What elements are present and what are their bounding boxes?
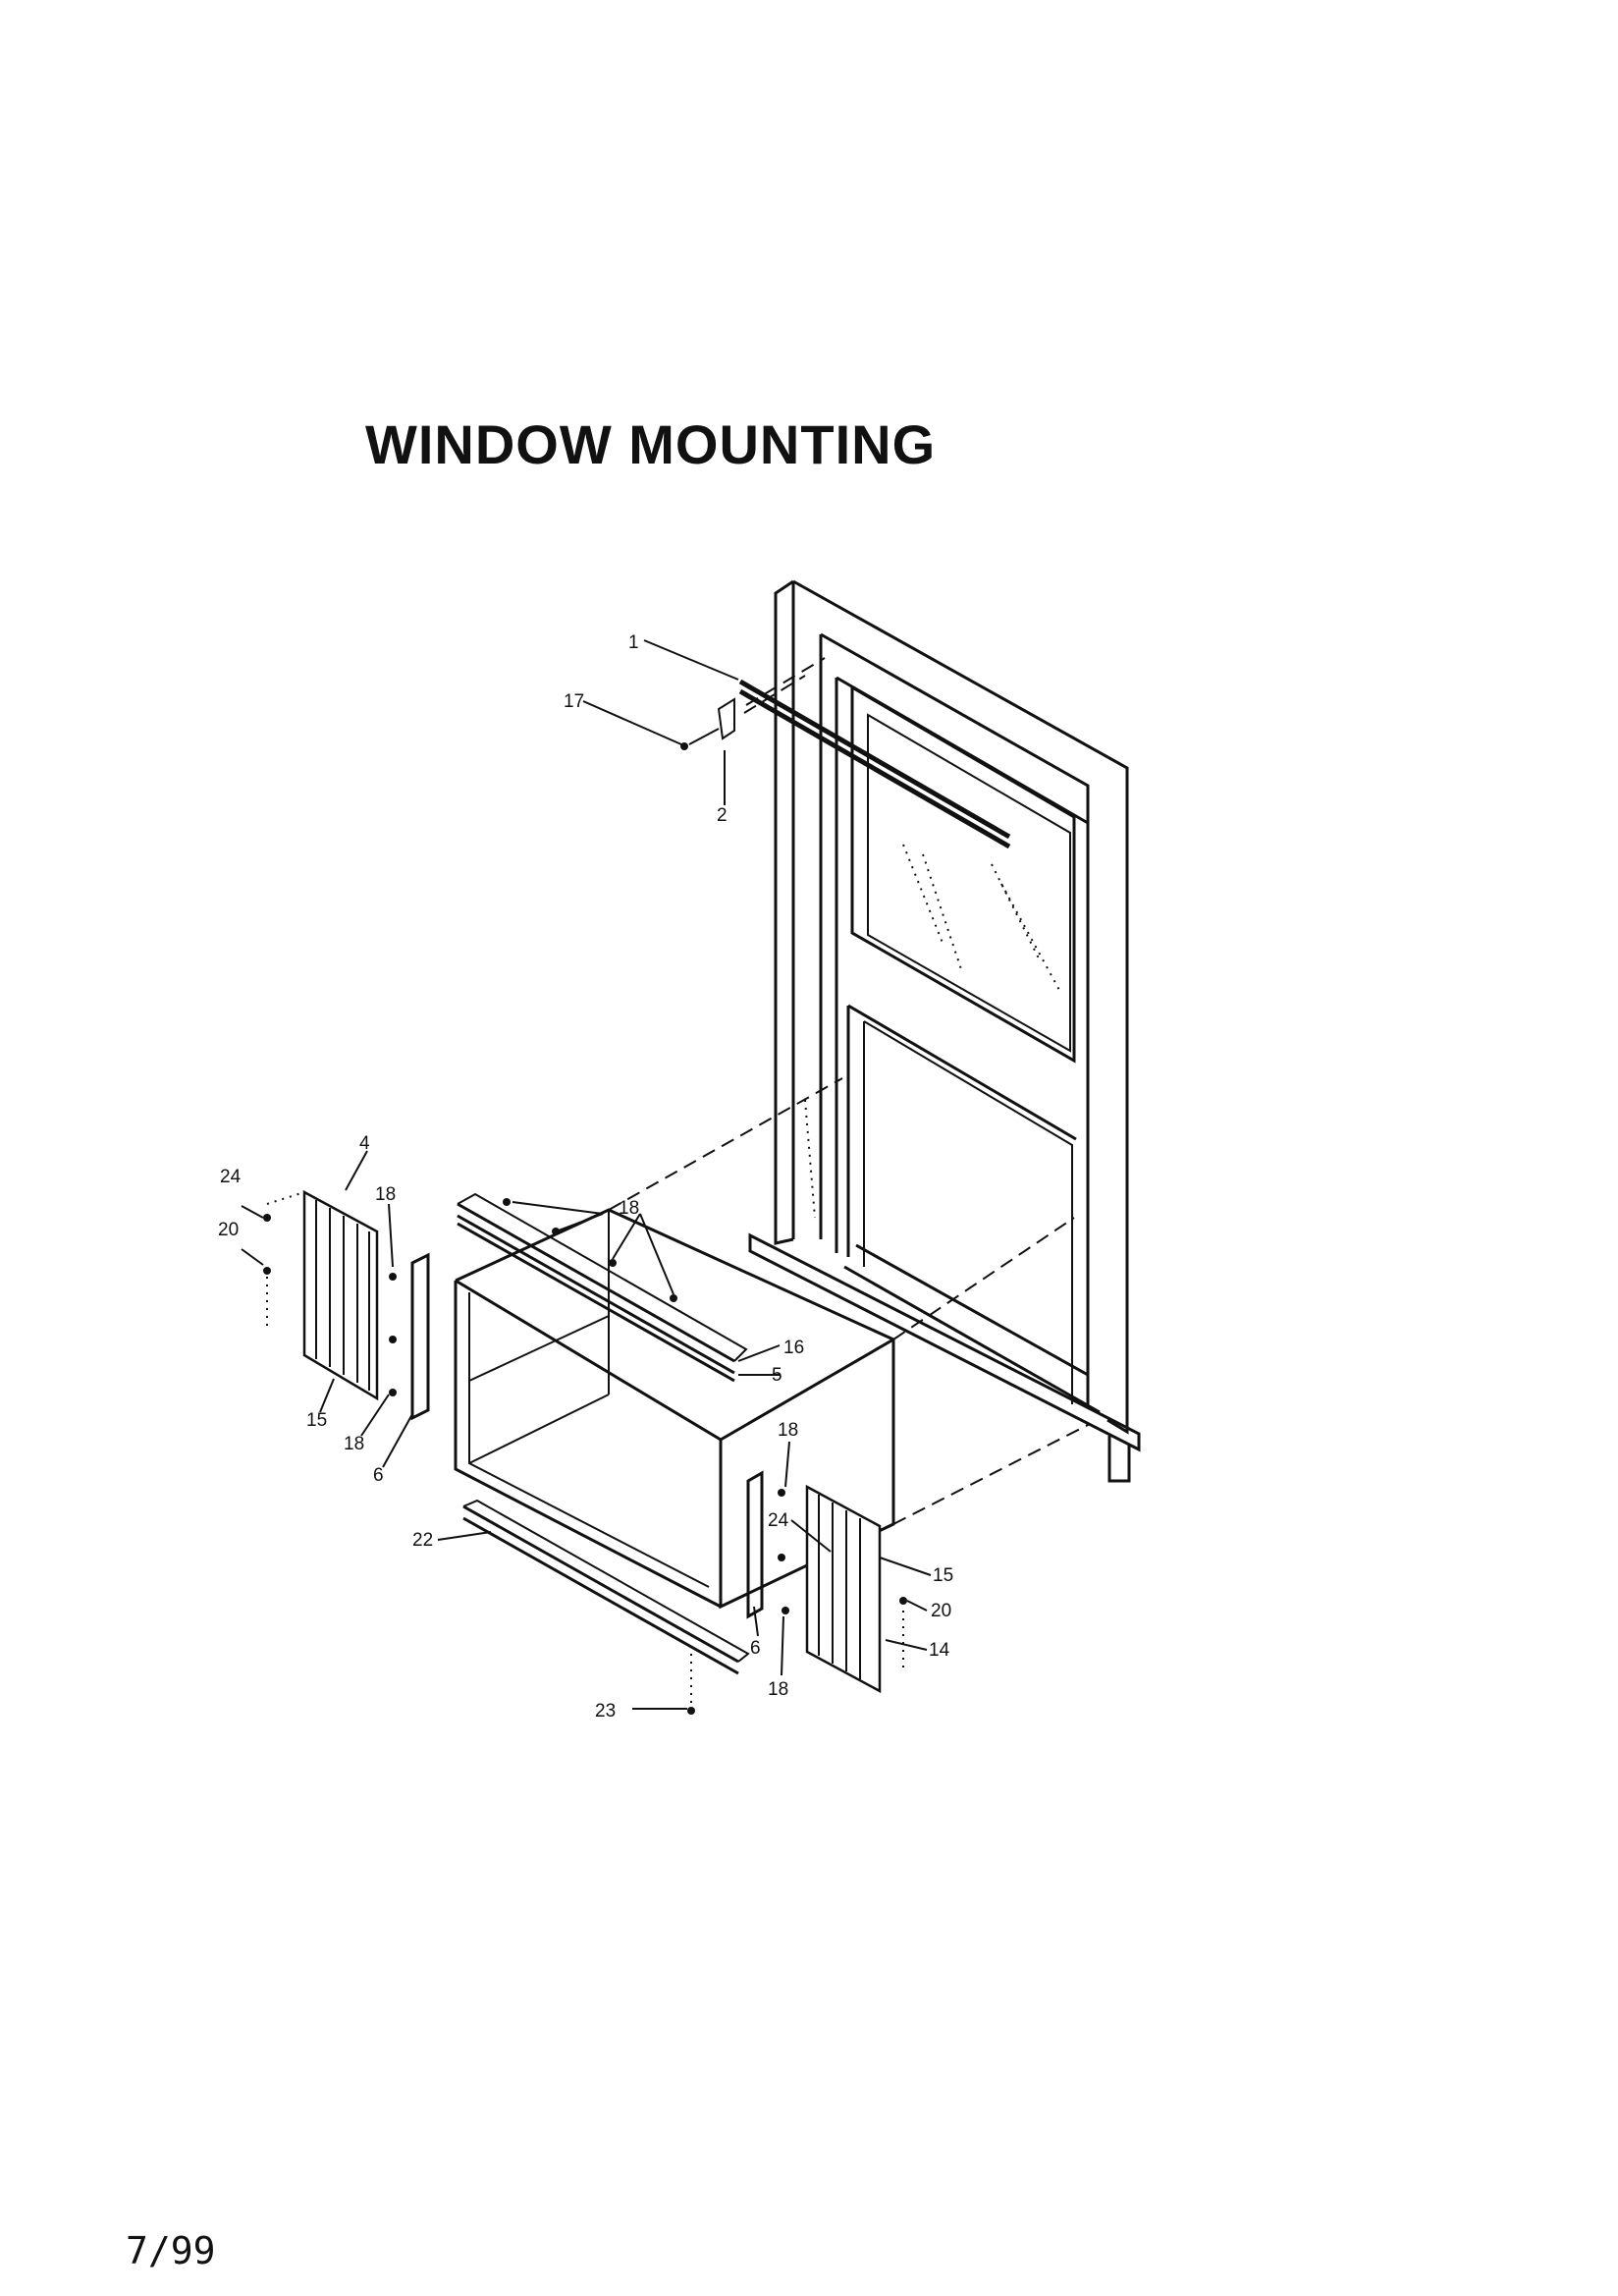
- left-curtain-panel: [263, 1189, 430, 1421]
- top-angle: [457, 1192, 748, 1383]
- callout-labels: 1 17 2 4 24 20 18 18 15 18 6 16 5 22 23 …: [218, 632, 953, 1722]
- callout-15-right: 15: [933, 1565, 953, 1586]
- top-rail-assembly: [680, 657, 1011, 849]
- callout-18-left-top: 18: [375, 1184, 396, 1205]
- top-screws: [503, 1198, 677, 1302]
- page-title: WINDOW MOUNTING: [365, 413, 937, 475]
- callout-2: 2: [717, 805, 728, 826]
- callout-14: 14: [929, 1640, 950, 1661]
- callout-24-left: 24: [220, 1167, 242, 1187]
- callout-5: 5: [772, 1365, 782, 1386]
- bottom-angle: [462, 1499, 750, 1715]
- callout-4: 4: [359, 1133, 370, 1154]
- callout-6-left: 6: [373, 1465, 384, 1486]
- cabinet-sleeve: [454, 1077, 1091, 1610]
- callout-24-right: 24: [768, 1510, 789, 1531]
- callout-20-left: 20: [218, 1220, 239, 1240]
- callout-1: 1: [628, 632, 639, 653]
- leader-lines: [241, 639, 932, 1710]
- callout-18-right-bottom: 18: [768, 1679, 788, 1700]
- callout-18-right-top: 18: [778, 1420, 798, 1441]
- callout-6-right: 6: [750, 1638, 761, 1659]
- callout-23: 23: [595, 1701, 616, 1722]
- callout-17: 17: [564, 691, 584, 712]
- callout-16: 16: [783, 1338, 804, 1358]
- right-curtain-panel: [746, 1470, 907, 1694]
- callout-18-top-angle: 18: [619, 1198, 639, 1219]
- callout-22: 22: [412, 1530, 433, 1551]
- revision-date: 7/99: [126, 2229, 216, 2272]
- callout-18-left-bottom: 18: [344, 1434, 364, 1454]
- callout-15-left: 15: [306, 1410, 327, 1431]
- window-frame: [748, 579, 1141, 1483]
- callout-20-right: 20: [931, 1601, 951, 1621]
